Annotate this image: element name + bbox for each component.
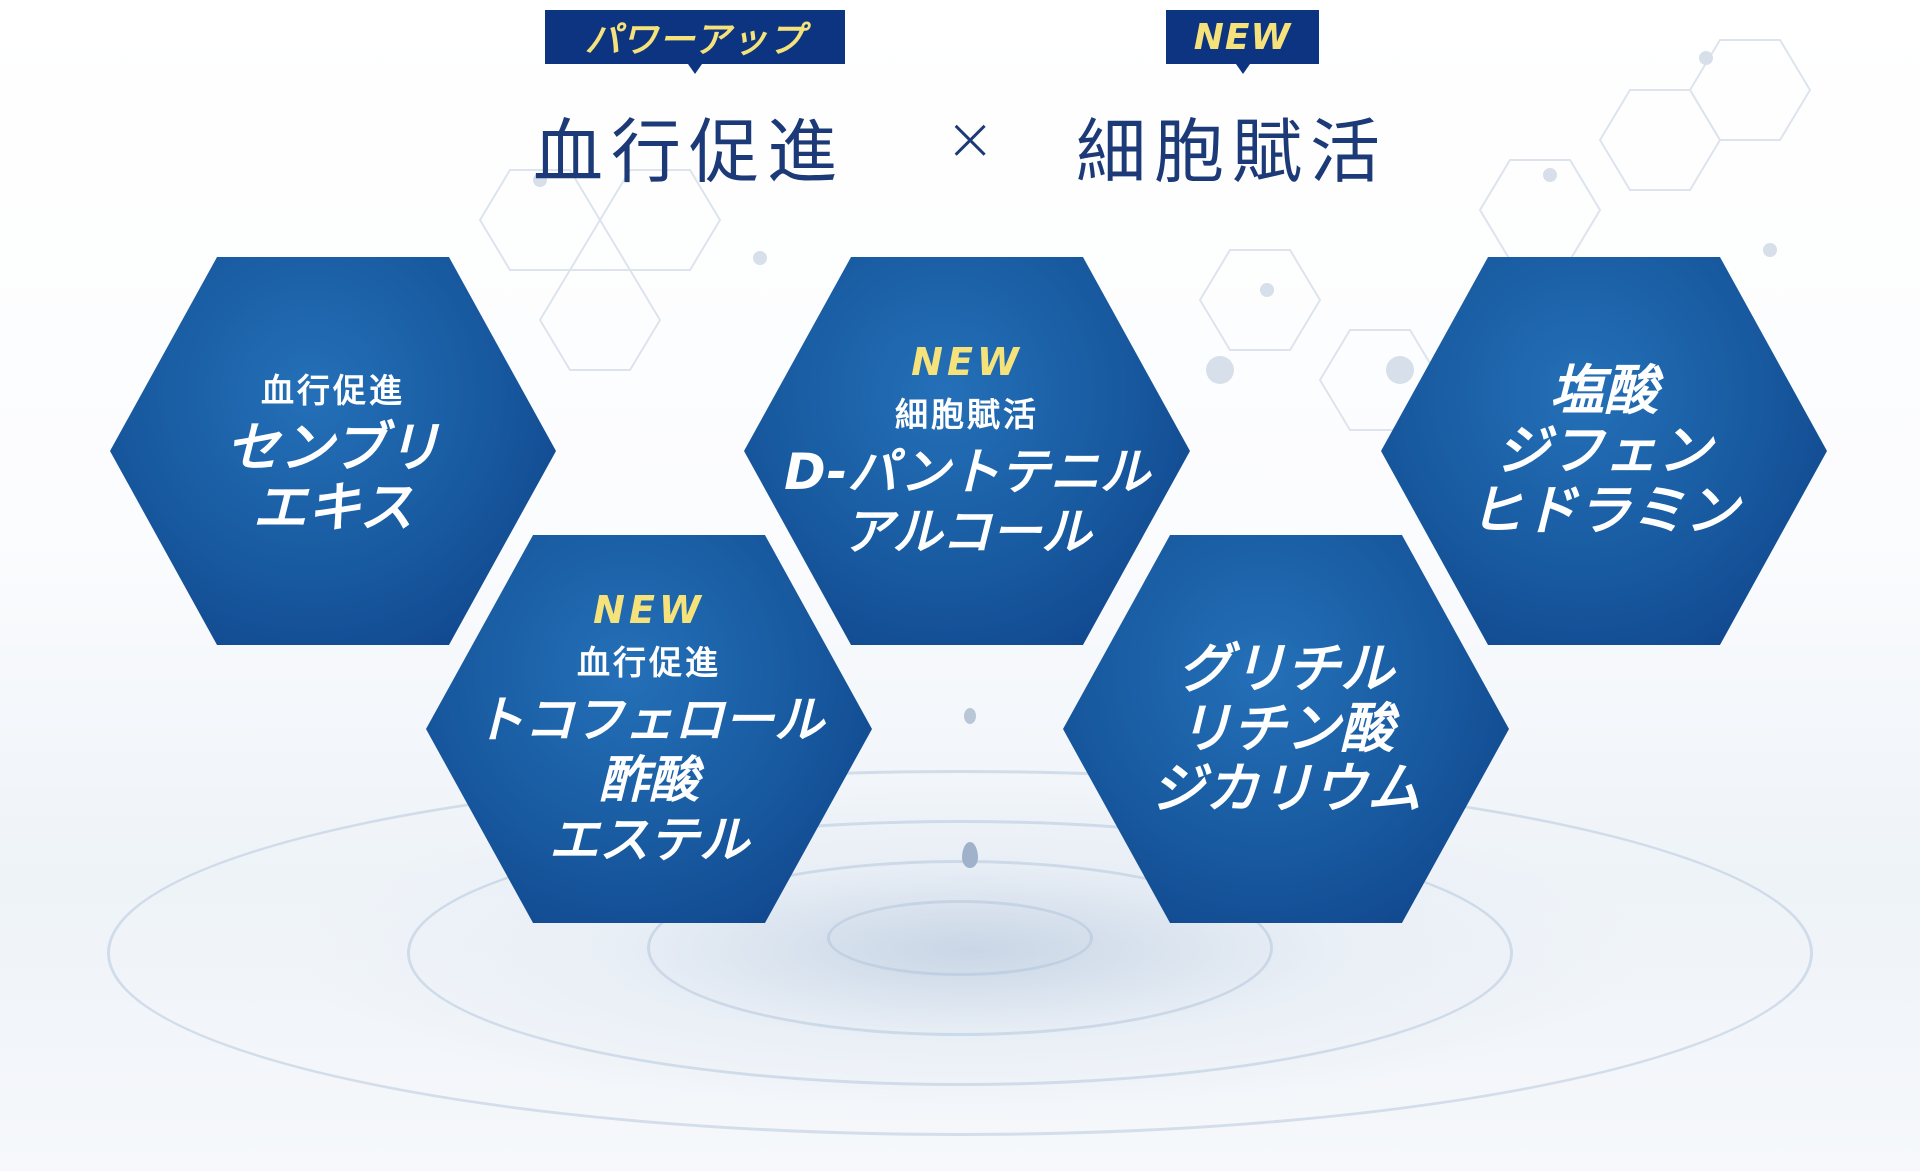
ingredient-name: エキス (252, 476, 414, 539)
ingredient-name: D-パントテニル (784, 443, 1150, 501)
ingredient-hex-tocopherol: NEW 血行促進 トコフェロール 酢酸 エステル (426, 535, 872, 923)
ingredient-category: 血行促進 (261, 371, 405, 410)
new-badge: NEW (593, 588, 705, 632)
times-symbol: × (945, 104, 1004, 174)
ingredient-hex-panthenol: NEW 細胞賦活 D-パントテニル アルコール (744, 257, 1190, 645)
ingredient-name: ジフェン (1496, 419, 1712, 482)
ingredient-name: 酢酸 (599, 751, 699, 809)
ingredient-name: センブリ (225, 416, 441, 479)
ingredient-name: リチン酸 (1178, 697, 1394, 760)
ingredient-name: ヒドラミン (1469, 479, 1739, 542)
ingredient-name: 塩酸 (1550, 359, 1658, 422)
new-tag: NEW (1166, 10, 1319, 74)
water-drop (964, 708, 976, 724)
ingredient-hex-diphenhydramine: 塩酸 ジフェン ヒドラミン (1381, 257, 1827, 645)
ingredient-name: アルコール (842, 503, 1092, 561)
ingredient-name: グリチル (1178, 637, 1394, 700)
ingredient-name: ジカリウム (1151, 757, 1421, 820)
new-badge: NEW (911, 340, 1023, 384)
cell-activation-title: 細胞賦活 (1076, 111, 1388, 193)
ingredient-category: 細胞賦活 (895, 395, 1039, 434)
ingredient-hex-senburi: 血行促進 センブリ エキス (110, 257, 556, 645)
water-drop (962, 842, 978, 868)
power-up-tag: パワーアップ (545, 10, 845, 74)
ingredient-name: トコフェロール (474, 691, 824, 749)
ingredient-category: 血行促進 (577, 643, 721, 682)
ingredient-name: エステル (549, 811, 749, 869)
blood-circulation-title: 血行促進 (533, 111, 845, 193)
water-ripple (107, 770, 1813, 1136)
ingredient-hex-glycyrrhizinate: グリチル リチン酸 ジカリウム (1063, 535, 1509, 923)
